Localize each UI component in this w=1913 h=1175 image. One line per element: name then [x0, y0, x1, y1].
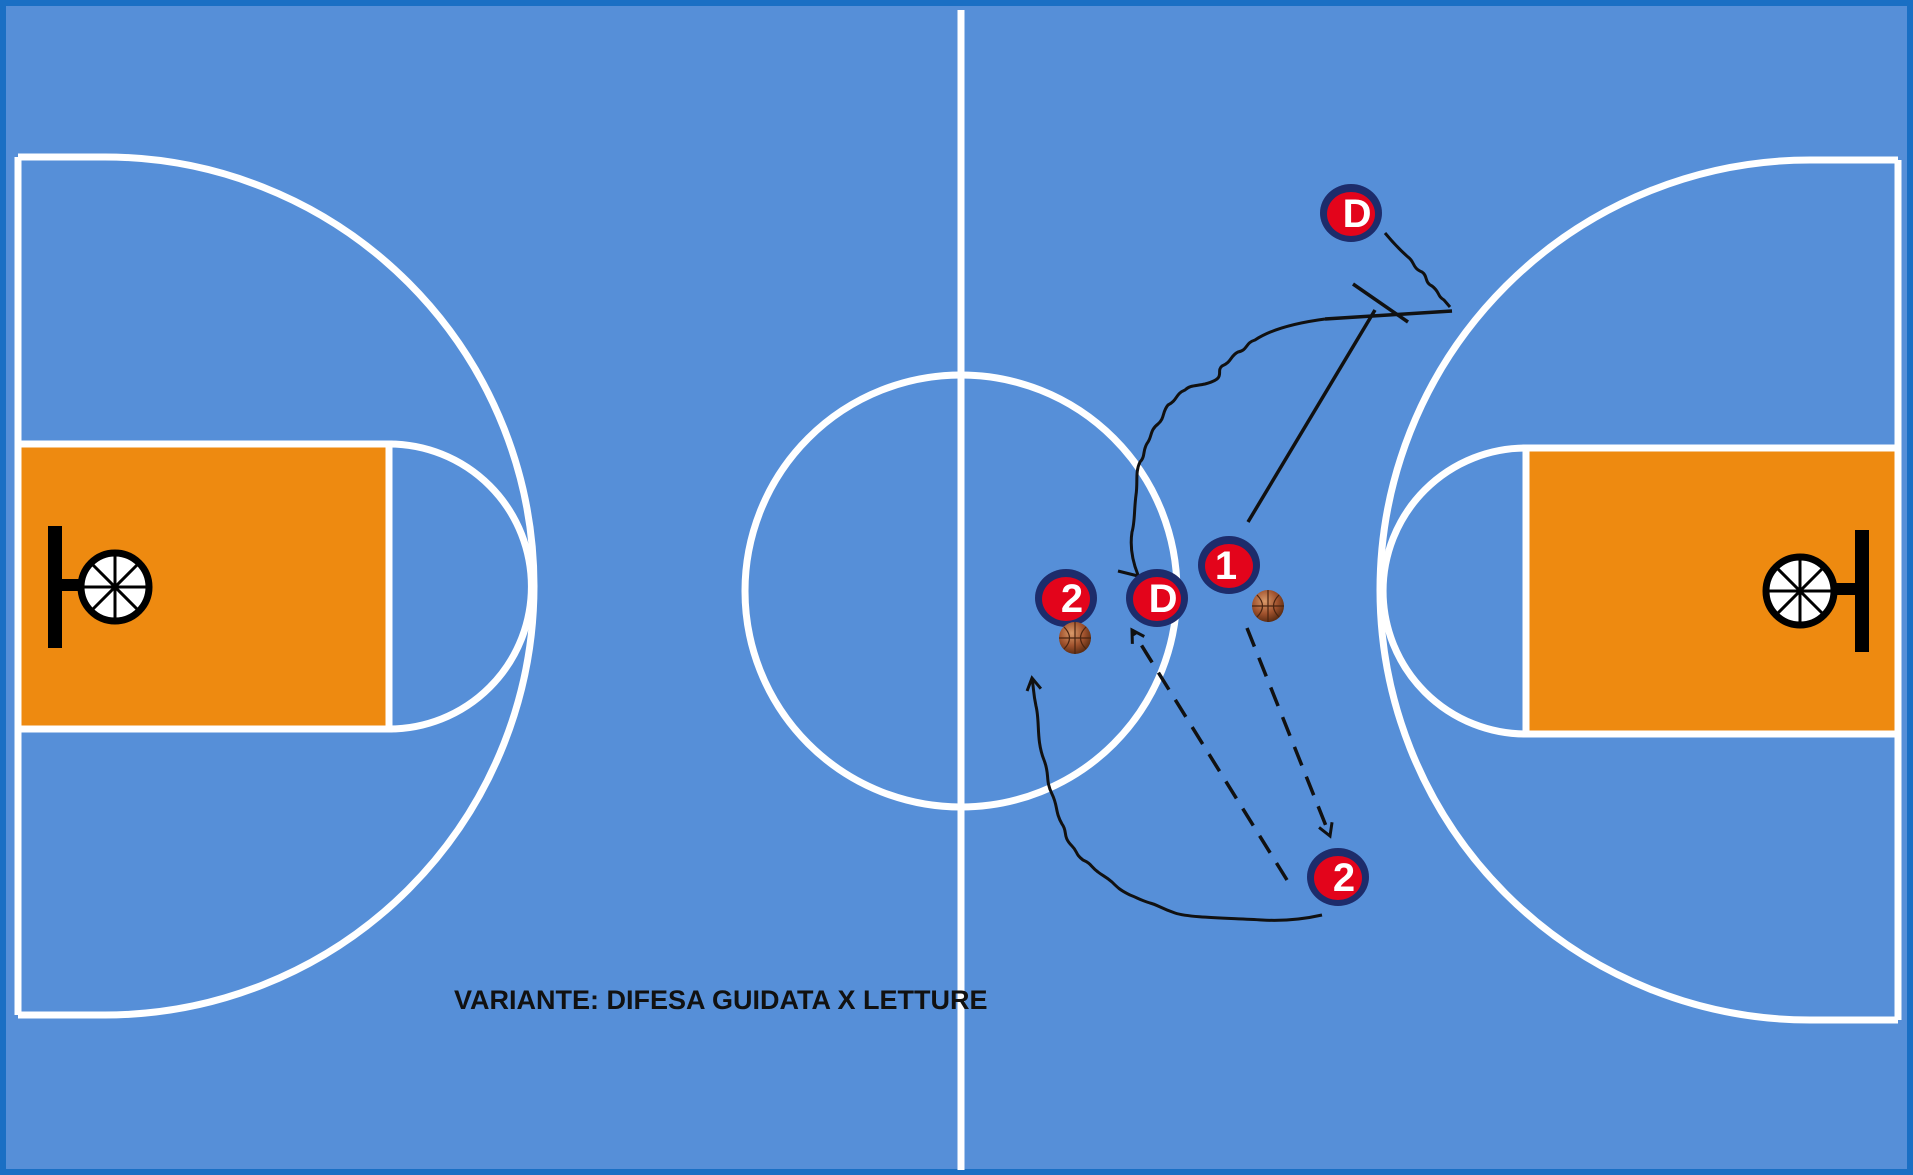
player-marker-player-2-bottom: 2: [1307, 848, 1369, 906]
player-marker-defender-center: D: [1126, 569, 1188, 627]
player-marker-defender-top: D: [1320, 184, 1382, 242]
basketball-icon: [1252, 590, 1284, 622]
player-label: D: [1343, 192, 1372, 236]
player-label: D: [1149, 577, 1178, 621]
player-marker-player-2-center: 2: [1035, 569, 1097, 627]
player-label: 2: [1061, 577, 1083, 621]
player-marker-player-1: 1: [1198, 536, 1260, 594]
diagram-caption: VARIANTE: DIFESA GUIDATA X LETTURE: [454, 985, 988, 1015]
player-label: 1: [1215, 544, 1237, 588]
player-label: 2: [1333, 856, 1355, 900]
basketball-icon: [1059, 622, 1091, 654]
